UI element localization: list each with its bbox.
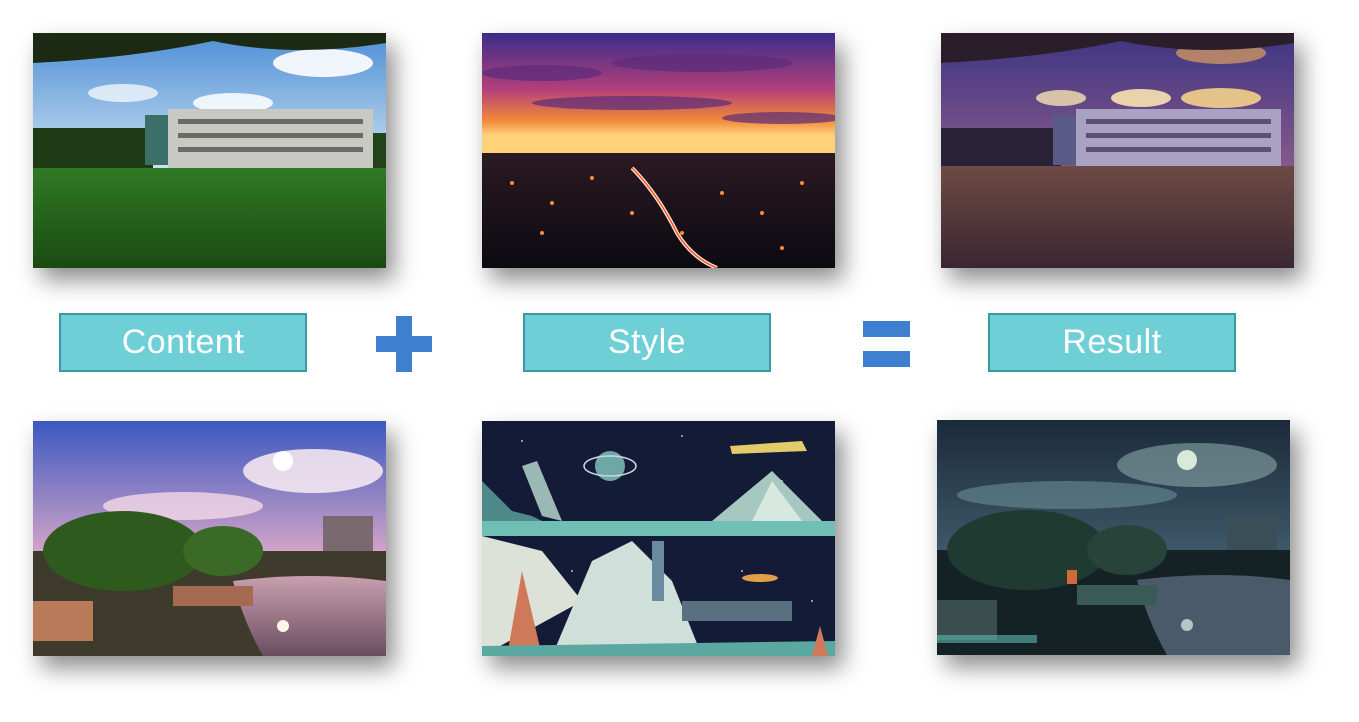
content-label: Content — [59, 313, 307, 372]
equals-icon — [863, 321, 910, 367]
style-image-city-sunset — [482, 33, 835, 268]
result-image-lakeside-stylized — [937, 420, 1290, 655]
content-label-text: Content — [121, 323, 245, 361]
result-label: Result — [988, 313, 1236, 372]
content-image-lakeside — [33, 421, 386, 656]
content-image-building — [33, 33, 386, 268]
style-label-text: Style — [607, 323, 687, 361]
style-label: Style — [523, 313, 771, 372]
result-image-building-stylized — [941, 33, 1294, 268]
result-label-text: Result — [1062, 323, 1162, 361]
style-image-lowpoly-space — [482, 421, 835, 656]
plus-icon — [376, 316, 432, 372]
